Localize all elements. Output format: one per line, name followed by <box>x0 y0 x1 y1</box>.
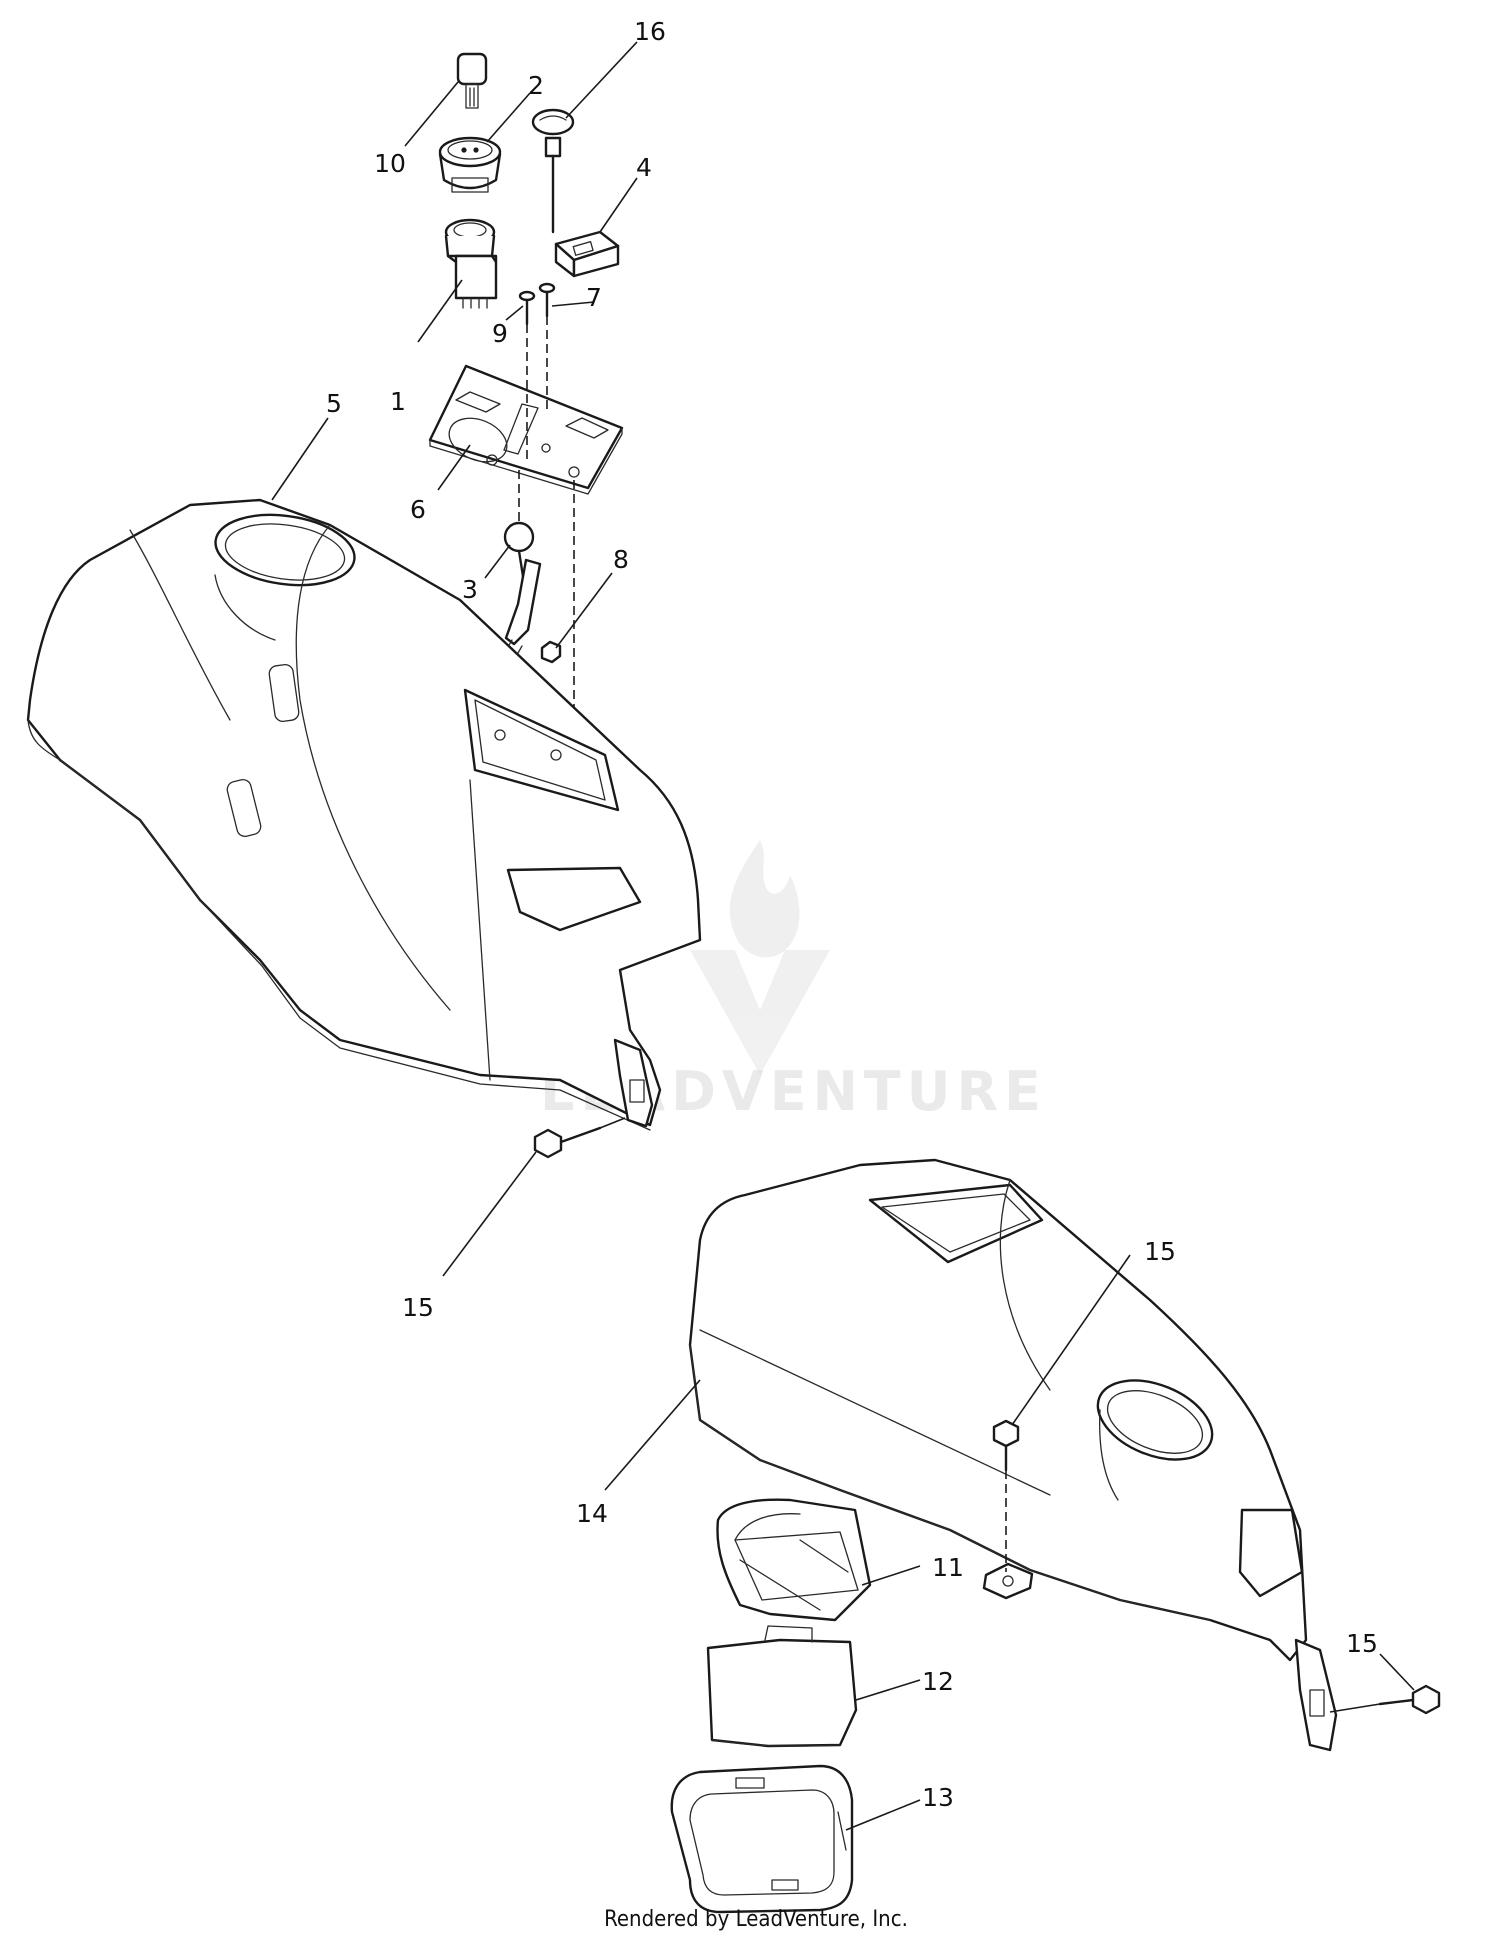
callout-15-right: 15 <box>1346 1629 1378 1658</box>
callout-10: 10 <box>374 149 406 178</box>
callout-2: 2 <box>528 71 544 100</box>
callout-4: 4 <box>636 153 652 182</box>
part-7-screw[interactable] <box>538 282 556 318</box>
callout-15-middle: 15 <box>1144 1237 1176 1266</box>
part-15-bolt-middle[interactable] <box>992 1419 1020 1572</box>
callout-14: 14 <box>576 1499 608 1528</box>
callout-7: 7 <box>586 283 602 312</box>
callout-3: 3 <box>462 575 478 604</box>
part-15-bolt-left[interactable] <box>533 1117 626 1159</box>
callout-13: 13 <box>922 1783 954 1812</box>
part-14-console-cover[interactable] <box>688 1158 1338 1752</box>
callout-1: 1 <box>390 387 406 416</box>
part-11-cup-holder[interactable] <box>716 1498 872 1622</box>
callout-16: 16 <box>634 17 666 46</box>
callout-15-left: 15 <box>402 1293 434 1322</box>
part-15-bolt-right[interactable] <box>1329 1684 1441 1715</box>
part-2-ignition-switch[interactable] <box>438 136 502 193</box>
render-credit: Rendered by LeadVenture, Inc. <box>604 1907 908 1932</box>
callout-6: 6 <box>410 495 426 524</box>
part-4-switch-module[interactable] <box>554 230 620 278</box>
part-13-bezel[interactable] <box>670 1764 854 1914</box>
part-9-screw[interactable] <box>518 290 536 326</box>
part-16-throttle-knob[interactable] <box>531 108 575 234</box>
callout-9: 9 <box>492 319 508 348</box>
callout-8: 8 <box>613 545 629 574</box>
callout-11: 11 <box>932 1553 964 1582</box>
callout-12: 12 <box>922 1667 954 1696</box>
callout-labels: 1 2 3 4 5 6 7 8 9 10 11 12 13 14 15 15 1… <box>326 17 1378 1812</box>
part-1-pto-switch[interactable] <box>444 218 498 309</box>
callout-5: 5 <box>326 389 342 418</box>
part-12-cover-panel[interactable] <box>706 1625 858 1748</box>
part-10-key[interactable] <box>456 52 488 109</box>
watermark-logo-icon <box>690 840 830 1075</box>
part-6-mounting-plate[interactable] <box>428 364 624 495</box>
leader-lines <box>271 41 1415 1831</box>
part-5-console-cover[interactable] <box>26 498 702 1131</box>
